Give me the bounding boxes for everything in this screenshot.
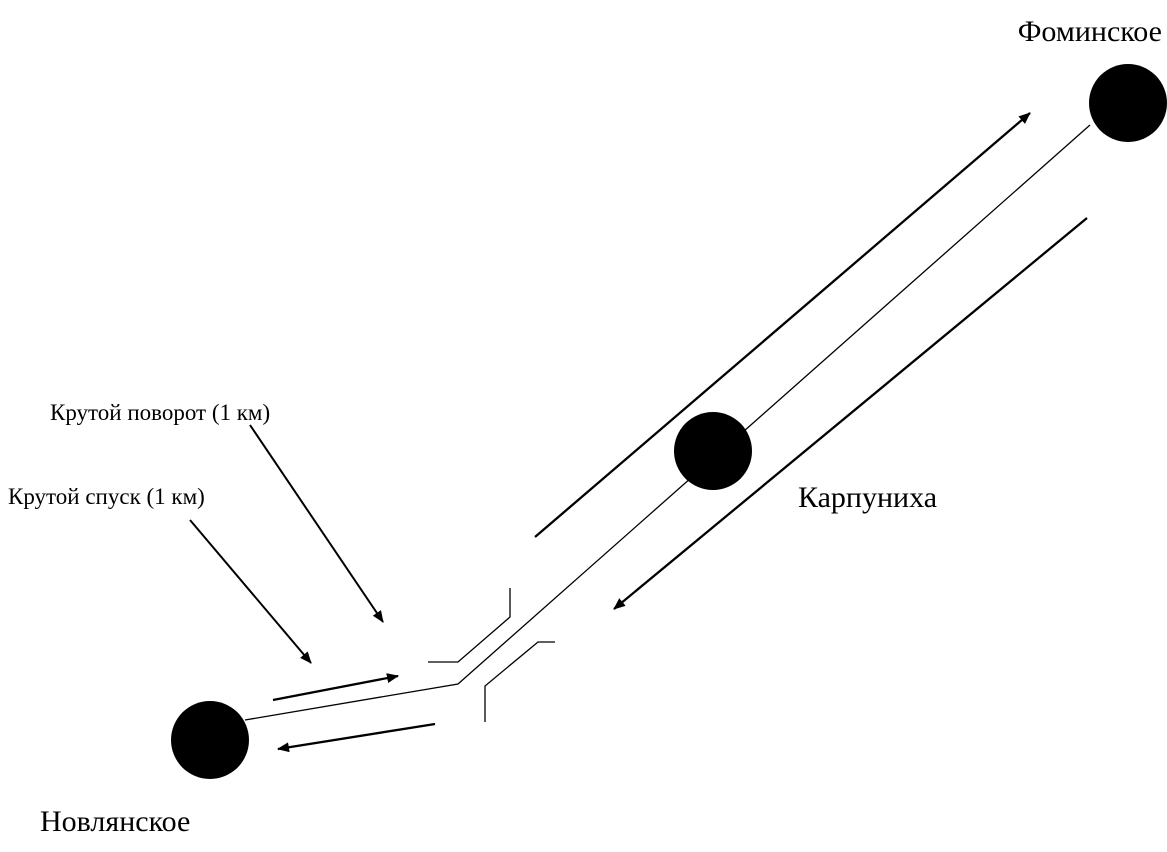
sharp-turn-pointer-arrow [249,424,384,623]
road-centerline [244,124,1091,721]
direction-arrow-to-novlyanskoe [613,217,1088,610]
direction-arrow-lower-inbound [272,673,399,702]
guard-rail-upper [428,588,511,663]
direction-arrow-to-fominskoe [534,112,1031,538]
town-marker-novlyanskoe [171,701,249,779]
guard-rail-lower [484,641,555,722]
steep-descent-pointer-arrow [189,519,312,664]
annotation-steep-descent: Крутой спуск (1 км) [8,484,205,509]
direction-arrow-lower-outbound [277,722,436,753]
town-label-karpunikha: Карпуниха [798,481,937,514]
town-label-fominskoe: Фоминское [1018,15,1162,48]
town-marker-fominskoe [1089,64,1167,142]
annotation-sharp-turn: Крутой поворот (1 км) [50,400,270,425]
town-marker-karpunikha [674,412,752,490]
town-label-novlyanskoe: Новлянское [40,805,190,838]
